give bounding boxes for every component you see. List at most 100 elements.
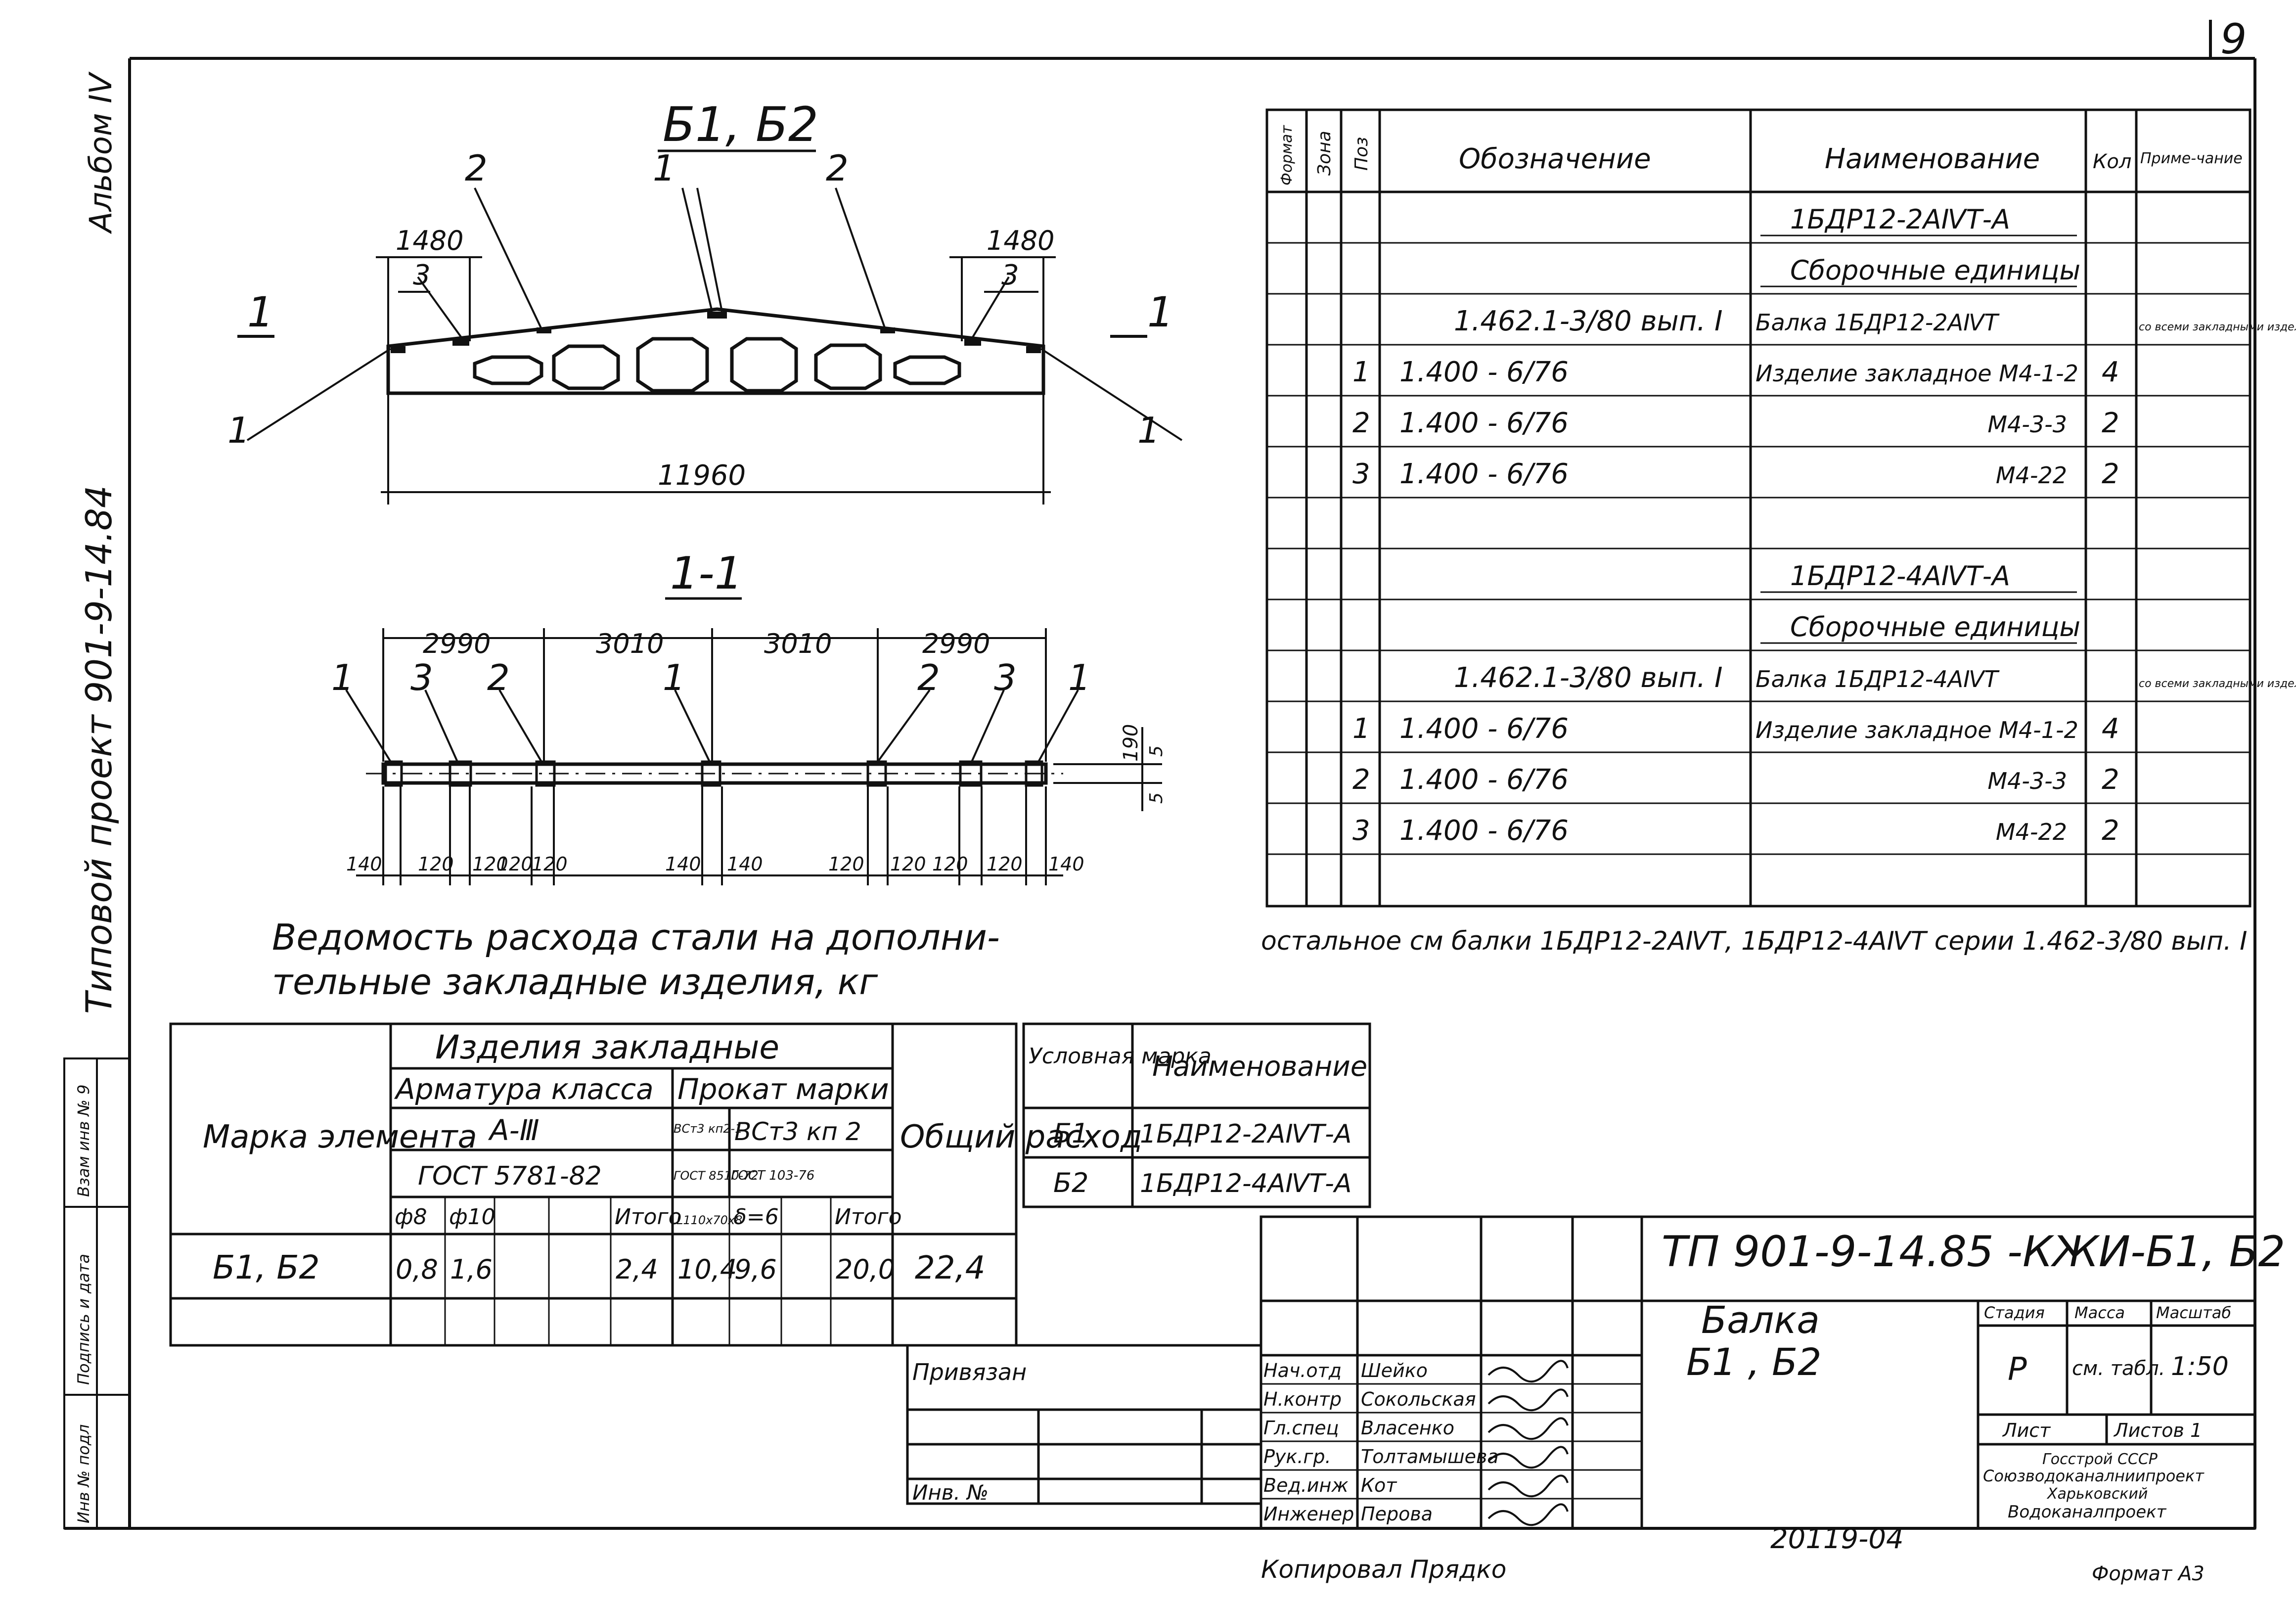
stamp-org-3: Харьковский <box>2046 1485 2148 1503</box>
stamp-sheets-label: Листов 1 <box>2113 1420 2202 1441</box>
steel-h-rebar: Арматура класса <box>394 1072 654 1106</box>
spec-name-11: Изделие закладное М4-1-2 <box>1756 717 2078 743</box>
spec-pos-11: 1 <box>1352 713 1370 745</box>
sec-dim-bot-2: 120 <box>418 853 454 875</box>
steel-title-line1: Ведомость расхода стали на дополни- <box>272 917 1000 958</box>
spec-qty-12: 2 <box>2102 764 2119 796</box>
stamp-org-4: Водоканалпроект <box>2008 1502 2167 1522</box>
steel-val-1: 0,8 <box>396 1254 438 1285</box>
elev-pos-3-right: 3 <box>1001 259 1019 291</box>
spec-designation-4: 1.400 - 6/76 <box>1399 356 1569 388</box>
spec-h-qty: Кол <box>2093 150 2131 173</box>
stamp-org-1: Госстрой СССР <box>2042 1451 2158 1468</box>
stamp-vzam-inv: Взам инв № 9 <box>74 1085 93 1197</box>
steel-val-7: 9,6 <box>734 1254 777 1285</box>
stamp-role-6: Инженер <box>1263 1503 1354 1525</box>
sec-dim-bot-7: 140 <box>727 853 763 875</box>
steel-val-2: 1,6 <box>450 1254 493 1285</box>
spec-h-pos: Поз <box>1351 137 1372 171</box>
spec-name-6: М4-22 <box>1996 462 2067 489</box>
sec-dim-bot-5: 120 <box>532 853 568 875</box>
spec-h-note: Приме-чание <box>2140 150 2243 167</box>
sec-pos-2b: 2 <box>917 657 940 698</box>
spec-qty-4: 4 <box>2102 356 2119 388</box>
spec-h-zone: Зона <box>1314 131 1335 176</box>
sec-dim-bot-6: 140 <box>665 853 701 875</box>
spec-designation-12: 1.400 - 6/76 <box>1399 764 1569 796</box>
marks-h-mark: Условная марка <box>1029 1044 1212 1069</box>
stamp-person-4: Толтамышева <box>1361 1446 1499 1468</box>
stamp-title-line2: Б1 , Б2 <box>1686 1340 1821 1384</box>
stamp-role-3: Гл.спец <box>1263 1417 1339 1439</box>
stamp-role-4: Рук.гр. <box>1263 1446 1331 1468</box>
album-label: Альбом IV <box>83 71 119 234</box>
spec-designation-5: 1.400 - 6/76 <box>1399 407 1569 439</box>
spec-name-4: Изделие закладное М4-1-2 <box>1756 360 2078 387</box>
stamp-role-1: Нач.отд <box>1263 1360 1342 1381</box>
dim-total-11960: 11960 <box>658 459 746 492</box>
elev-pos-3-left: 3 <box>413 259 431 291</box>
stamp-sheet-label: Лист <box>2002 1420 2051 1441</box>
sec-dim-bot-4: 120 <box>497 853 533 875</box>
spec-name-2: Сборочные единицы <box>1790 255 2080 286</box>
spec-qty-6: 2 <box>2102 458 2119 490</box>
marks-row1-mark: Б1 <box>1053 1118 1088 1149</box>
marks-row2-name: 1БДР12-4АⅣТ-А <box>1140 1169 1351 1198</box>
dim-right-1480: 1480 <box>987 225 1054 256</box>
spec-name-1: 1БДР12-2АⅣТ-А <box>1790 204 2010 235</box>
marks-row2-mark: Б2 <box>1053 1167 1088 1198</box>
elev-pos-2-right: 2 <box>826 147 849 189</box>
spec-footnote: остальное см балки 1БДР12-2АⅣТ, 1БДР12-4… <box>1261 926 2248 956</box>
steel-h-rolled-b: ВСт3 кп 2 <box>734 1117 861 1146</box>
format-label: Формат А3 <box>2092 1562 2205 1585</box>
sec-dim-top-3: 3010 <box>764 628 832 659</box>
spec-h-designation: Обозначение <box>1459 143 1651 175</box>
steel-sub-9: Итого <box>835 1204 902 1230</box>
spec-qty-13: 2 <box>2102 815 2119 847</box>
spec-name-10: Балка 1БДР12-4АⅣТ <box>1756 666 2000 692</box>
stamp-title-line1: Балка <box>1701 1298 1820 1342</box>
order-number: 20119-04 <box>1770 1523 1904 1555</box>
spec-pos-12: 2 <box>1352 764 1370 796</box>
section-marker-right: 1 <box>1147 288 1173 336</box>
sec-pos-3a: 3 <box>410 657 433 698</box>
section-title: 1-1 <box>670 548 743 599</box>
stamp-h-scale: Масштаб <box>2156 1303 2231 1322</box>
stamp-org-2: Союзводоканалниипроект <box>1983 1467 2205 1485</box>
spec-note-3: со всеми закладными изделиями <box>2139 321 2296 333</box>
spec-name-13: М4-22 <box>1996 819 2067 845</box>
stamp-person-3: Власенко <box>1361 1417 1454 1439</box>
sec-pos-1b: 1 <box>663 657 685 698</box>
project-label: Типовой проект 901-9-14.84 <box>78 485 120 1014</box>
sec-dim-top-4: 2990 <box>922 628 990 659</box>
steel-val-9: 20,0 <box>836 1254 895 1285</box>
stamp-mass: см. табл. <box>2072 1357 2165 1380</box>
spec-designation-3: 1.462.1-3/80 вып. I <box>1454 305 1722 337</box>
stamp-code: ТП 901-9-14.85 -КЖИ-Б1, Б2 <box>1662 1227 2285 1277</box>
stamp-role-5: Вед.инж <box>1263 1474 1349 1496</box>
elev-pos-1-right: 1 <box>1137 410 1160 451</box>
spec-name-5: М4-3-3 <box>1987 411 2067 438</box>
stamp-scale: 1:50 <box>2171 1352 2229 1381</box>
stamp-person-1: Шейко <box>1361 1360 1428 1381</box>
sec-dim-bot-3: 120 <box>472 853 508 875</box>
sec-pos-1c: 1 <box>1068 657 1091 698</box>
signature-2 <box>1487 1388 1569 1412</box>
signature-5 <box>1487 1474 1569 1498</box>
section-plates <box>384 760 1043 787</box>
dim-left-1480: 1480 <box>396 225 463 256</box>
elev-pos-2-left: 2 <box>465 147 488 189</box>
sec-dim-top-2: 3010 <box>596 628 664 659</box>
spec-note-10: со всеми закладными изделиями <box>2139 678 2296 690</box>
section-view: 1-1 <box>331 548 1167 885</box>
spec-name-12: М4-3-3 <box>1987 768 2067 794</box>
steel-h-rebar-class: А-Ⅲ <box>488 1113 540 1147</box>
steel-h-mark: Марка элемента <box>203 1119 477 1155</box>
marks-h-name: Наименование <box>1152 1051 1367 1083</box>
sec-dim-bot-11: 120 <box>987 853 1023 875</box>
steel-sub-2: ф10 <box>449 1204 495 1230</box>
elev-pos-1-left: 1 <box>227 410 250 451</box>
sec-dim-bot-12: 140 <box>1048 853 1084 875</box>
spec-pos-4: 1 <box>1352 356 1370 388</box>
